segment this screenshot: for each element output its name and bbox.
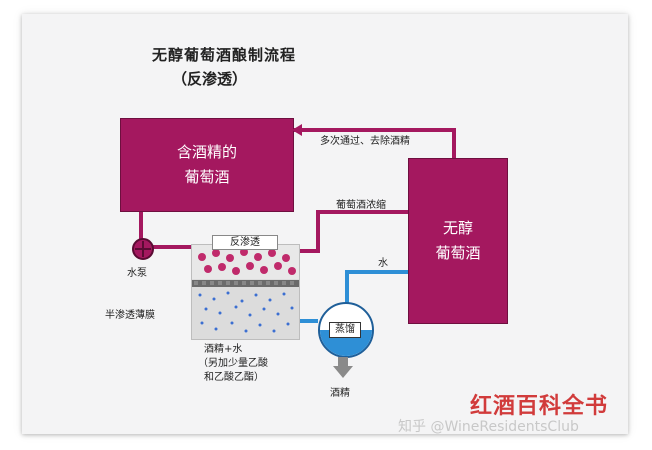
tank-contents bbox=[192, 245, 299, 333]
pipe-tank-to-distill bbox=[298, 319, 318, 323]
additives-label-2: 和乙酸乙酯） bbox=[204, 372, 264, 383]
distill-label: 蒸馏 bbox=[329, 322, 361, 338]
alcohol-water-label: 酒精+水 bbox=[204, 344, 243, 355]
reverse-osmosis-tank bbox=[191, 244, 300, 340]
membrane-label: 半渗透薄膜 bbox=[105, 310, 155, 321]
water-label: 水 bbox=[378, 258, 388, 269]
concentrate-label: 葡萄酒浓缩 bbox=[336, 200, 386, 211]
pipe-water-rise bbox=[345, 270, 349, 304]
arrow-down-icon bbox=[333, 366, 353, 378]
diagram-panel bbox=[22, 14, 628, 434]
recirculation-pipe-top bbox=[292, 128, 456, 132]
pipe-box-to-pump bbox=[139, 210, 143, 240]
recirculation-pipe-down bbox=[452, 128, 456, 160]
diagram-title: 无醇葡萄酒酿制流程 bbox=[152, 46, 297, 64]
pipe-tank-out bbox=[298, 249, 318, 253]
alcoholic-wine-label: 含酒精的 葡萄酒 bbox=[176, 143, 237, 186]
reverse-osmosis-tag: 反渗透 bbox=[212, 235, 278, 250]
arrow-left-icon bbox=[292, 124, 302, 136]
pipe-pump-to-tank bbox=[150, 245, 192, 249]
watermark-logo: 红酒百科全书 bbox=[470, 394, 609, 419]
alcohol-label: 酒精 bbox=[330, 388, 350, 399]
alcohol-outlet-stem bbox=[338, 357, 348, 367]
additives-label-1: （另加少量乙酸 bbox=[198, 358, 268, 369]
alcoholic-wine-box: 含酒精的 葡萄酒 bbox=[120, 118, 294, 212]
pipe-concentrate-to-box bbox=[316, 210, 408, 214]
diagram-subtitle: （反渗透） bbox=[172, 70, 248, 88]
pump-label: 水泵 bbox=[127, 268, 147, 279]
water-pump-icon bbox=[132, 238, 154, 260]
distillation-vessel: 蒸馏 bbox=[318, 302, 374, 358]
pipe-water-to-box bbox=[345, 270, 408, 274]
non-alcoholic-wine-label: 无醇 葡萄酒 bbox=[435, 219, 481, 262]
watermark-text: 知乎 @WineResidentsClub bbox=[398, 419, 579, 435]
non-alcoholic-wine-box: 无醇 葡萄酒 bbox=[408, 158, 508, 324]
pipe-concentrate-rise bbox=[316, 212, 320, 253]
multi-pass-label: 多次通过、去除酒精 bbox=[320, 136, 410, 147]
